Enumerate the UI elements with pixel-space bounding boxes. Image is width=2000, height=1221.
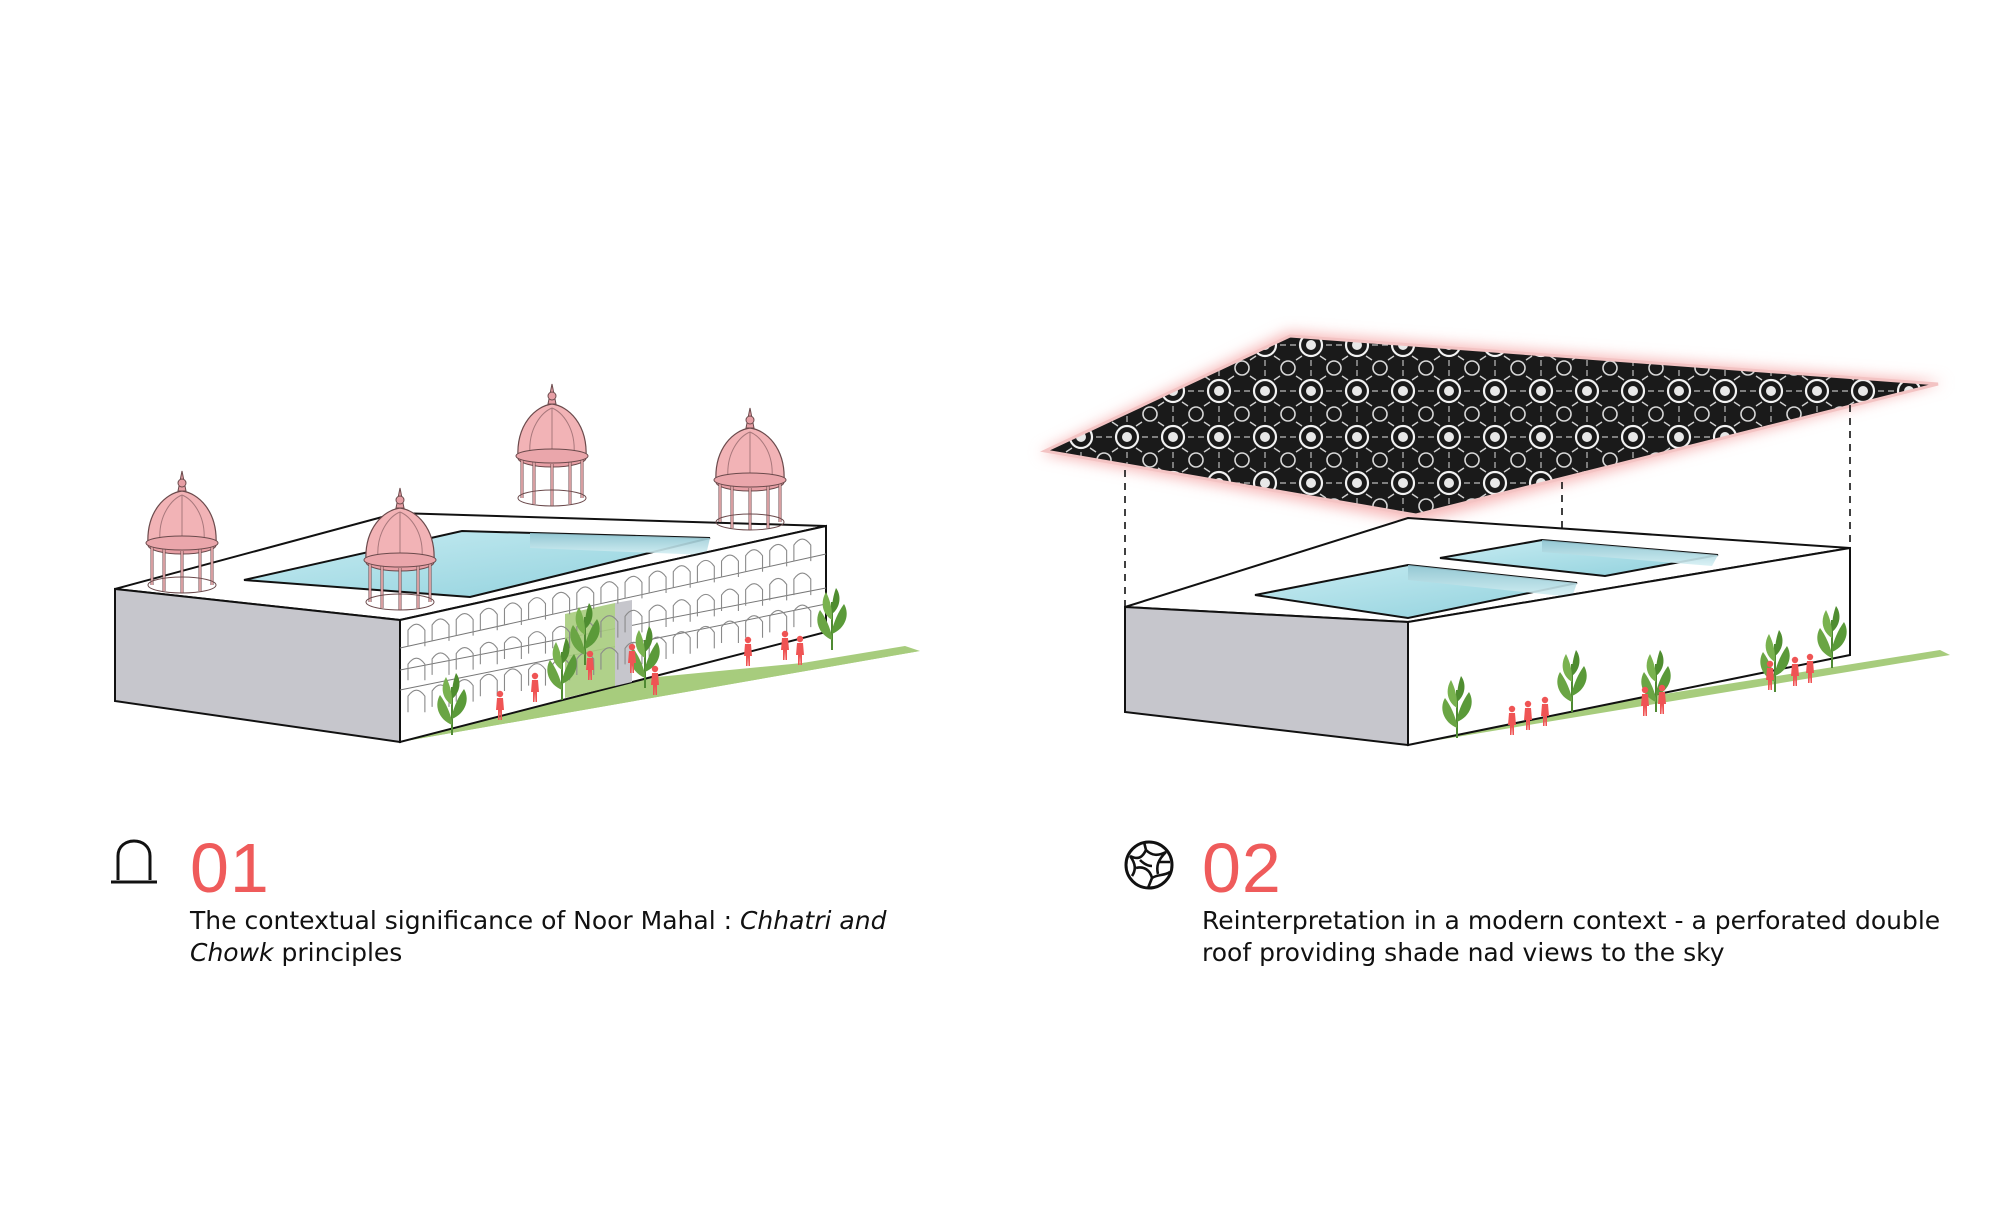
arch-outline — [503, 668, 522, 691]
modern-roof-illustration — [1040, 332, 1950, 747]
arch-outline — [407, 689, 426, 713]
arch-outline — [528, 631, 547, 654]
arch-outline — [648, 570, 667, 594]
caption-text-2-line-2: roof providing shade nad views to the sk… — [1202, 938, 1725, 967]
arch-outline — [769, 577, 788, 601]
arch-outline — [745, 583, 764, 606]
caption-text-italic-2: Chowk — [190, 938, 274, 967]
caption-text-2: Reinterpretation in a modern context - a… — [1202, 905, 1962, 969]
arch-outline — [745, 615, 764, 638]
arch-outline — [793, 604, 812, 628]
arch-outline — [720, 588, 739, 612]
perforated-circle-icon — [1124, 840, 1174, 890]
arch-outline — [407, 623, 426, 647]
arch-outline — [503, 636, 522, 659]
arch-outline — [672, 631, 691, 654]
arch-outline — [431, 618, 450, 641]
perforated-canopy — [1040, 334, 1939, 517]
arch-outline — [600, 615, 619, 638]
caption-text: The contextual significance of Noor Maha… — [190, 905, 950, 969]
arch-outline — [552, 591, 571, 615]
arch-outline — [552, 625, 571, 649]
arch-outline — [407, 657, 426, 681]
chhatri-2 — [514, 382, 590, 508]
arch-icon — [111, 839, 157, 884]
side-wall-2 — [1124, 605, 1409, 747]
arch-outline — [455, 613, 474, 636]
caption-text-2-line-1: Reinterpretation in a modern context - a… — [1202, 906, 1941, 935]
arch-outline — [720, 554, 739, 578]
arch-outline — [648, 604, 667, 628]
arch-outline — [479, 641, 498, 665]
arch-outline — [672, 565, 691, 588]
arch-outline — [769, 609, 788, 633]
arch-outline — [479, 673, 498, 697]
arch-outline — [528, 597, 547, 620]
caption-number: 01 — [190, 829, 270, 907]
arch-outline — [576, 586, 595, 609]
arch-outline — [793, 538, 812, 562]
arch-outline — [528, 663, 547, 686]
caption-text-end: principles — [273, 938, 403, 967]
arch-outline — [696, 559, 715, 583]
arch-outline — [479, 607, 498, 631]
arch-outline — [624, 609, 643, 633]
arch-outline — [696, 593, 715, 617]
arch-outline — [793, 572, 812, 596]
caption-number-2: 02 — [1202, 829, 1282, 907]
noor-mahal-illustration — [114, 382, 920, 744]
arch-outline — [455, 647, 474, 670]
caption-text-italic-1: Chhatri and — [739, 906, 887, 935]
arch-outline — [431, 652, 450, 675]
arch-outline — [696, 625, 715, 649]
chhatri-3 — [712, 406, 788, 532]
arch-outline — [503, 602, 522, 625]
arch-outline — [720, 620, 739, 644]
front-wall-2 — [1407, 546, 1851, 747]
arch-outline — [600, 581, 619, 604]
arch-outline — [672, 599, 691, 622]
caption-text-plain: The contextual significance of Noor Maha… — [190, 906, 740, 935]
arch-outline — [600, 647, 619, 670]
arch-outline — [769, 543, 788, 567]
arch-outline — [745, 549, 764, 572]
arch-outline — [624, 575, 643, 599]
